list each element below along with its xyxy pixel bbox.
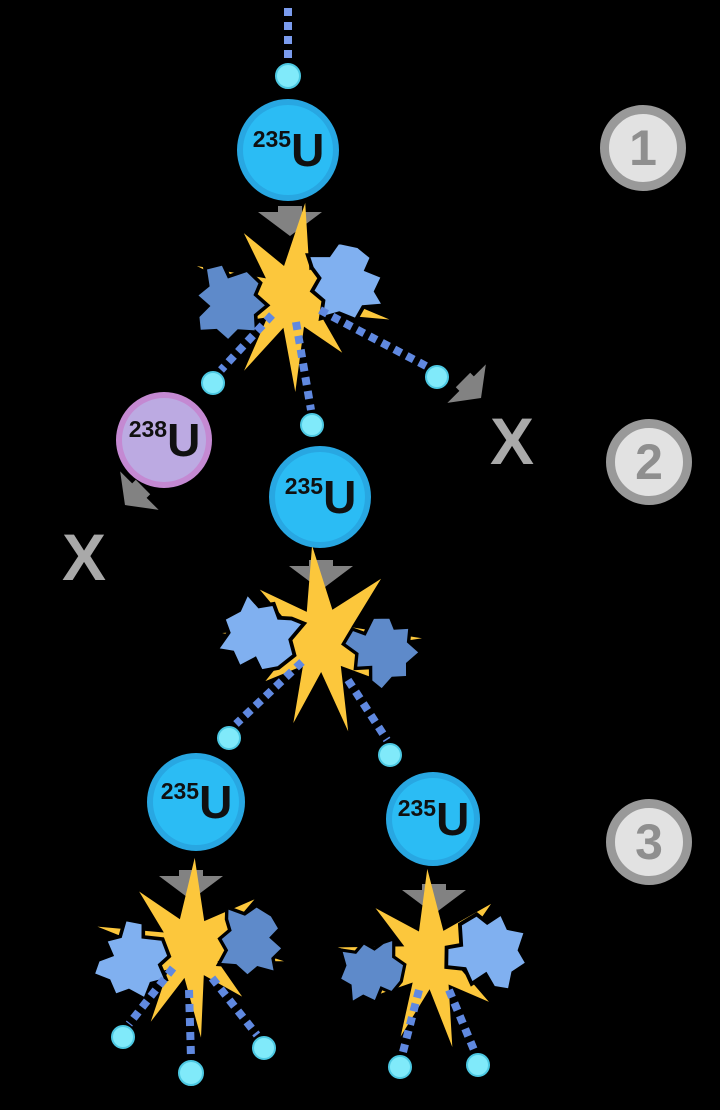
- element-symbol: U: [199, 776, 232, 828]
- neutron-dot: [252, 1036, 276, 1060]
- element-symbol: U: [291, 124, 324, 176]
- mass-number: 235: [397, 794, 437, 821]
- stage-badge-3: 3: [606, 799, 692, 885]
- neutron-trail: [233, 659, 305, 727]
- element-symbol: U: [323, 471, 356, 523]
- neutron-dot: [466, 1053, 490, 1077]
- stage-number: 1: [629, 120, 657, 176]
- neutron-dot: [201, 371, 225, 395]
- neutron-trails: [125, 8, 478, 1059]
- neutron-dot: [111, 1025, 135, 1049]
- mass-number: 235: [284, 472, 324, 499]
- fission-fragment-right: [435, 896, 545, 1005]
- neutron-trail: [399, 989, 423, 1053]
- neutron-dot: [178, 1060, 204, 1086]
- neutron-trail: [344, 677, 391, 743]
- x-mark-absorbed: X: [61, 520, 107, 594]
- neutron-dot: [378, 743, 402, 767]
- neutron-trail: [292, 321, 315, 411]
- neutron-trail: [208, 975, 261, 1038]
- stage-number: 2: [635, 434, 663, 490]
- stage-badge-2: 2: [606, 419, 692, 505]
- element-symbol: U: [167, 414, 200, 466]
- x-mark-lost: X: [489, 404, 535, 478]
- neutrons: [111, 63, 490, 1086]
- down-arrow-stage1: [258, 206, 322, 236]
- neutron-trail: [445, 988, 478, 1052]
- mass-number: 235: [252, 125, 292, 152]
- neutron-trail: [185, 989, 195, 1059]
- neutron-dot: [300, 413, 324, 437]
- neutron-dot: [425, 365, 449, 389]
- neutron-trail: [218, 312, 275, 373]
- fission-fragment-right: [212, 898, 292, 984]
- stage-badge-1: 1: [600, 105, 686, 191]
- neutron-trail: [125, 965, 177, 1027]
- stage-number: 3: [635, 814, 663, 870]
- mass-number: 238: [128, 415, 168, 442]
- neutron-dot: [388, 1055, 412, 1079]
- neutron-dot: [275, 63, 301, 89]
- neutron-dot: [217, 726, 241, 750]
- element-symbol: U: [436, 793, 469, 845]
- neutron-trail: [318, 306, 428, 370]
- mass-number: 235: [160, 777, 200, 804]
